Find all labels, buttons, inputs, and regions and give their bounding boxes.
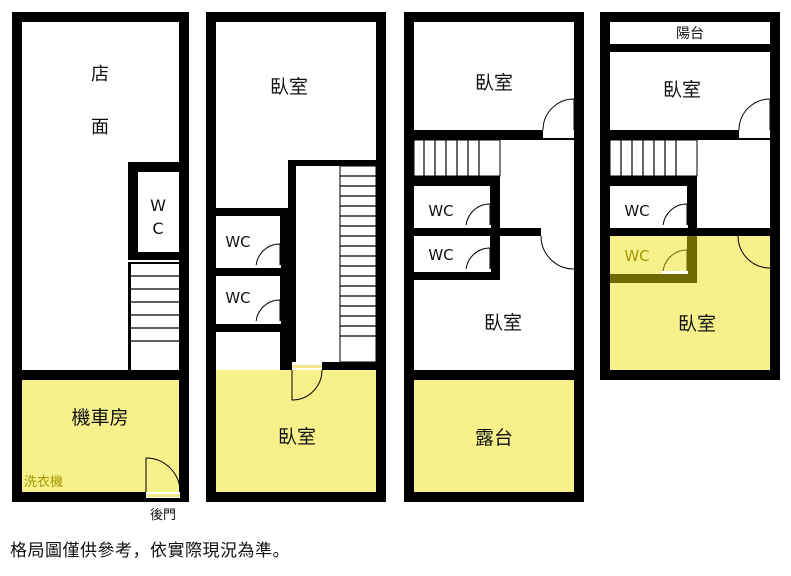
floor-2-bedroom-door-sill: [292, 365, 322, 368]
floor-4-wc-lower-door: [662, 271, 688, 274]
floor-3-stair-treads: [423, 140, 480, 176]
floor-2-wc-lower-label: WC: [225, 289, 250, 307]
floor-3-bedroom-top-label: 臥室: [475, 72, 513, 94]
floor-3-wc-lower-door-swing: [465, 247, 491, 273]
floor-4-stair-treads: [620, 140, 677, 176]
floor-3-wc-upper-label: WC: [428, 202, 453, 220]
floor-2-hall: [216, 332, 280, 370]
floor-2-wc-lower-door-swing: [255, 299, 281, 325]
floor-3-wc-lower: [414, 236, 490, 272]
floor-1: 店 面 W C 機車房 洗衣機 後門: [12, 12, 189, 523]
floor-4-wc-upper-label: WC: [624, 202, 649, 220]
floor-2-wc-lower: [216, 276, 280, 324]
floor-4-bedroom-top: [610, 52, 770, 130]
back-door-sill: [146, 494, 180, 497]
garage-label: 機車房: [71, 407, 128, 429]
floor-3-bedroom-mid-upper: [500, 236, 574, 280]
floor-4-wc-lower-label: WC: [624, 247, 649, 265]
floor-4-hall: [697, 140, 770, 228]
floor-4-wc-upper-door-swing: [662, 203, 688, 229]
floor-3: 臥室 WC WC 臥室 露台: [404, 12, 584, 502]
back-door-label: 後門: [150, 508, 176, 523]
floor-4-wc-lower-wall-bottom: [610, 274, 697, 283]
floor-1-wc-room: [138, 172, 179, 252]
floor-4-balcony: [610, 22, 770, 44]
garage-room: [22, 380, 179, 492]
floor-4-wc-upper: [610, 186, 687, 228]
floor-3-bedroom-top: [414, 22, 574, 130]
wc-label-2: C: [152, 219, 163, 238]
floor-4-bedroom-top-door-swing: [738, 98, 771, 131]
floor-2-wc-upper: [216, 216, 280, 268]
floor-3-wc-upper-door: [465, 225, 491, 228]
floor-3-bedroom-top-door: [543, 130, 574, 138]
floor-3-bedroom-middle-door: [541, 228, 574, 236]
shop-label-2: 面: [91, 117, 109, 138]
floor-3-bedroom-middle-door-swing: [540, 235, 575, 270]
floor-2-bedroom-top-label: 臥室: [270, 76, 308, 98]
floor-3-terrace: [414, 380, 574, 492]
floor-3-wc-upper-door-swing: [465, 203, 491, 229]
back-door-swing: [145, 457, 181, 493]
floor-3-bedroom-middle-label: 臥室: [484, 312, 522, 334]
floor-3-bedroom-top-door-swing: [542, 98, 575, 131]
laundry-label: 洗衣機: [24, 474, 63, 490]
floor-2-stairs: [339, 165, 377, 363]
floor-2-wc-lower-door: [255, 321, 281, 324]
floor-3-bedroom-middle: [414, 280, 574, 370]
floor-2-bedroom-bottom: [216, 370, 376, 492]
floor-4-wc-lower-wall-right: [687, 236, 697, 283]
floor-2-wc-upper-door: [255, 265, 281, 268]
floor-4-bedroom-bottom-door-swing: [737, 235, 771, 269]
floor-2: 臥室 WC WC 臥室: [206, 12, 386, 502]
shop-label-1: 店: [91, 64, 109, 85]
floor-2-bedroom-door-swing: [291, 369, 323, 401]
floor-2-stair-treads: [340, 175, 376, 337]
floor-2-wc-upper-door-swing: [255, 243, 281, 269]
floor-3-terrace-label: 露台: [475, 427, 513, 449]
floor-4-bedroom-top-label: 臥室: [663, 79, 701, 101]
wc-label-1: W: [150, 196, 166, 215]
floor-3-wc-lower-door: [465, 269, 491, 272]
floor-4-balcony-label: 陽台: [676, 26, 704, 42]
floor-4-wc-lower-door-swing: [662, 249, 688, 275]
floor-3-hall: [500, 140, 574, 228]
floor-4-wc-upper-door: [662, 225, 688, 228]
floor-4: 陽台 臥室 WC WC 臥室: [600, 12, 780, 380]
floor-3-wc-lower-label: WC: [428, 246, 453, 264]
floor-2-wc-upper-label: WC: [225, 233, 250, 251]
disclaimer-text: 格局圖僅供參考，依實際現況為準。: [10, 541, 290, 561]
floor-1-stairs: [131, 264, 179, 370]
floor-1-stair-treads: [131, 275, 179, 342]
floor-4-bedroom-top-door: [739, 130, 770, 138]
floor-2-bedroom-bottom-label: 臥室: [278, 426, 316, 448]
floor-4-bedroom-bottom-label: 臥室: [678, 313, 716, 335]
